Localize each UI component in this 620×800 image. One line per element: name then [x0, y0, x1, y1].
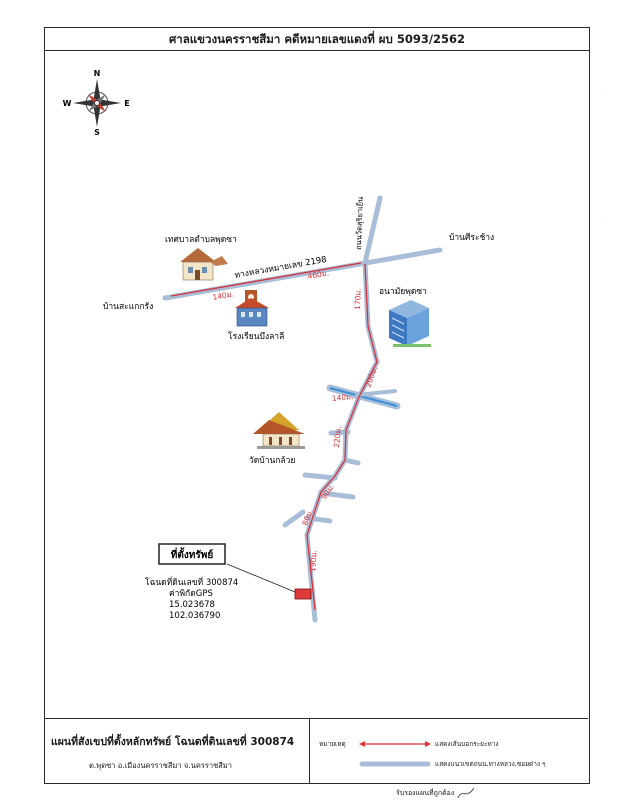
spur-road-6 — [328, 429, 351, 436]
signature-scribble-icon — [458, 787, 475, 799]
spur-road-2 — [302, 472, 338, 481]
footer-address: ต.พุดซา อ.เมืองนครราชสีมา จ.นครราชสีมา — [89, 761, 232, 770]
map-canvas: N S E W — [63, 69, 494, 623]
temple-icon — [253, 412, 305, 449]
property-label-box — [158, 543, 226, 565]
scan-speck: · — [606, 92, 608, 98]
distance-label-140-canal: 140ม. — [331, 392, 353, 403]
scan-speck: · — [604, 214, 606, 220]
property-gps-label: ค่าพิกัดGPS — [169, 589, 213, 599]
legend-road-swatch-icon — [359, 761, 431, 767]
footer-title: แผนที่สังเขปที่ตั้งหลักทรัพย์ โฉนดที่ดิน… — [51, 736, 295, 748]
side-road-label: ถนนวัดสุริยาเย็น — [353, 197, 365, 251]
compass-south-label: S — [94, 128, 100, 137]
distance-lines — [170, 262, 378, 611]
distance-label-90: 90ม. — [319, 482, 336, 501]
distance-label-190: 190ม. — [308, 550, 319, 572]
legend-red-arrow-icon — [359, 741, 431, 747]
footer-title-cell: แผนที่สังเขปที่ตั้งหลักทรัพย์ โฉนดที่ดิน… — [45, 719, 310, 783]
spur-road-3 — [319, 490, 356, 500]
place-school-label: โรงเรียนบึงลาลี — [228, 331, 284, 342]
compass-west-label: W — [63, 99, 72, 108]
distance-label-140-highway: 140ม. — [212, 289, 235, 302]
certification-signature: รับรองแผนที่ถูกต้อง — [396, 786, 476, 800]
spur-road-5 — [305, 515, 333, 524]
municipality-building-icon — [180, 248, 228, 281]
legend-distance-text: แสดงเส้นบอกระยะทาง — [435, 740, 499, 748]
place-municipality-label: เทศบาลตำบลพุดซา — [165, 235, 237, 245]
distance-label-200: 200ม. — [363, 365, 379, 388]
property-lat: 15.023678 — [169, 600, 215, 610]
map-area: N S E W — [45, 50, 588, 740]
compass-rose-icon — [73, 79, 121, 127]
legend-note-label: หมายเหตุ — [319, 740, 346, 748]
sheet-footer: แผนที่สังเขปที่ตั้งหลักทรัพย์ โฉนดที่ดิน… — [45, 718, 588, 783]
distance-label-170: 170ม. — [353, 288, 363, 310]
side-road-north — [362, 195, 383, 266]
compass-east-label: E — [124, 99, 129, 108]
place-ban-sakae-krang: บ้านสะแกกรัง — [103, 301, 153, 312]
health-center-building-icon — [389, 300, 431, 347]
property-pointer-line — [226, 563, 296, 593]
distance-label-220: 220ม. — [332, 426, 343, 448]
compass-north-label: N — [94, 69, 101, 78]
map-sheet: ศาลแขวงนครราชสีมา คดีหมายเลขแดงที่ ผบ 50… — [44, 27, 590, 784]
place-temple-label: วัดบ้านกล้วย — [249, 455, 295, 466]
certification-text: รับรองแผนที่ถูกต้อง — [396, 789, 455, 797]
legend-road-text: แสดงแนวเขตถนน,ทางหลวง,ซอยต่าง ๆ — [435, 760, 546, 768]
spur-road-4 — [282, 509, 306, 528]
highway-2198 — [162, 247, 443, 301]
distance-label-460: 460ม. — [307, 268, 330, 281]
sheet-title: ศาลแขวงนครราชสีมา คดีหมายเลขแดงที่ ผบ 50… — [45, 28, 589, 51]
spur-road-1 — [342, 457, 361, 466]
canal — [326, 384, 401, 410]
property-deed: โฉนดที่ดินเลขที่ 300874 — [145, 576, 238, 588]
school-building-icon — [235, 290, 269, 327]
place-health-center-label: อนามัยพุดซา — [379, 287, 427, 297]
village-road — [304, 260, 380, 623]
property-marker — [294, 588, 312, 600]
property-label: ที่ตั้งทรัพย์ — [171, 547, 214, 561]
place-ban-sri-chang: บ้านศีระช้าง — [449, 232, 494, 243]
property-lon: 102.036790 — [169, 611, 220, 621]
